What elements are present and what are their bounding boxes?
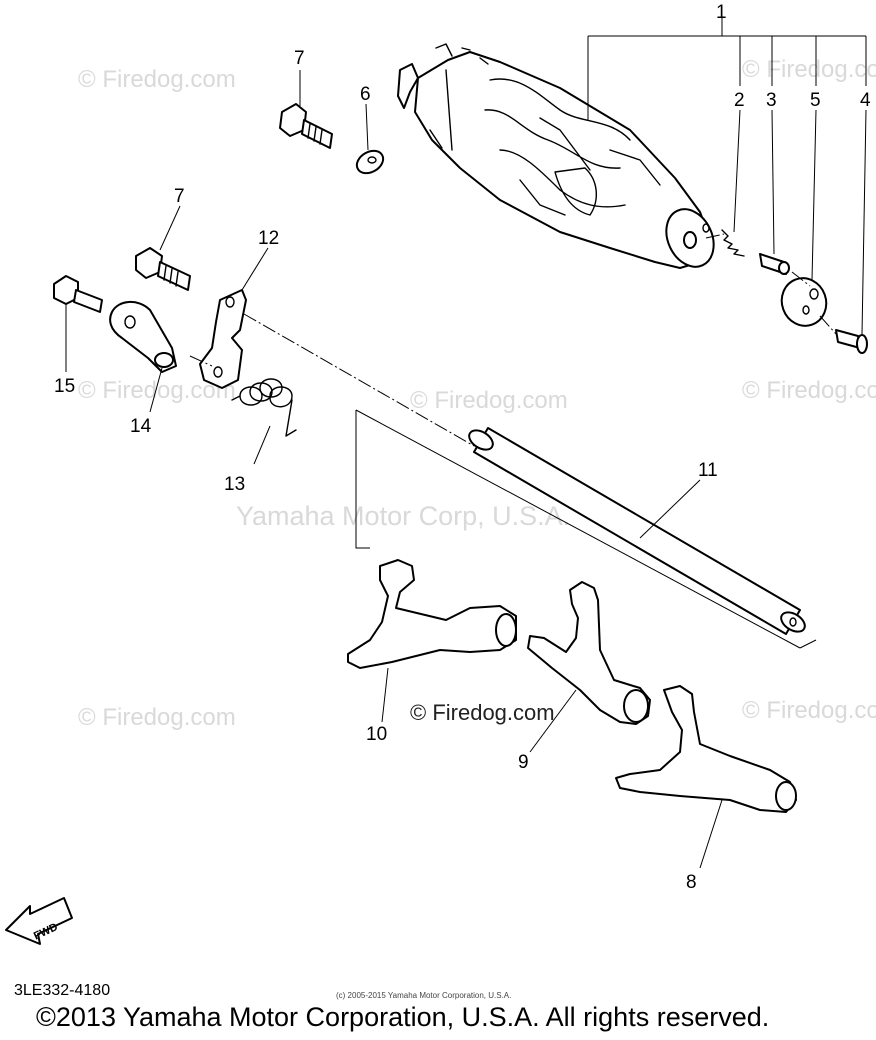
shift-fork-10 xyxy=(347,559,517,669)
watermark-corp: Yamaha Motor Corp, U.S.A. xyxy=(236,501,570,531)
watermark-center-dark: © Firedog.com xyxy=(410,700,555,725)
bolt-top xyxy=(279,103,333,149)
watermark-mid-center: © Firedog.com xyxy=(410,387,568,414)
detent-spring xyxy=(721,229,745,257)
bracket xyxy=(199,289,247,389)
callout-13: 13 xyxy=(224,474,245,495)
segment-plate xyxy=(780,277,828,327)
callout-10: 10 xyxy=(366,724,387,745)
shift-fork-9 xyxy=(527,581,651,725)
callout-7-top: 7 xyxy=(294,48,305,69)
callout-14: 14 xyxy=(130,416,152,437)
shift-fork-8 xyxy=(615,685,797,813)
callout-3: 3 xyxy=(766,90,777,111)
stopper-lever xyxy=(109,301,177,373)
callout-4: 4 xyxy=(860,90,871,111)
bolt-15 xyxy=(53,275,103,313)
copyright-notice: ©2013 Yamaha Motor Corporation, U.S.A. A… xyxy=(36,1002,770,1032)
watermark-low-right: © Firedog.com xyxy=(742,697,876,724)
assembly-lines xyxy=(189,233,837,649)
bolt-lower xyxy=(135,247,191,291)
callout-9: 9 xyxy=(518,752,529,773)
callout-7-lower: 7 xyxy=(174,186,185,207)
shift-shaft xyxy=(468,427,806,635)
watermark-low-left: © Firedog.com xyxy=(78,704,236,731)
fwd-arrow-icon: FWD xyxy=(5,897,73,945)
segment-screw xyxy=(835,329,868,354)
callout-2: 2 xyxy=(734,90,745,111)
small-copyright: (c) 2005-2015 Yamaha Motor Corporation, … xyxy=(336,991,512,1000)
callout-5: 5 xyxy=(810,90,821,111)
leader-lines xyxy=(65,18,867,869)
callout-11: 11 xyxy=(698,460,718,481)
part-code: 3LE332-4180 xyxy=(14,982,111,999)
washer xyxy=(355,149,385,175)
detent-pin xyxy=(759,253,790,275)
shift-drum-assembly xyxy=(397,43,715,269)
watermark-mid-right: © Firedog.com xyxy=(742,377,876,404)
watermarks: © Firedog.com © Firedog.com © Firedog.co… xyxy=(78,56,876,731)
watermark-top-right: © Firedog.com xyxy=(742,56,876,83)
watermark-top-left: © Firedog.com xyxy=(78,66,236,93)
callout-1: 1 xyxy=(716,2,727,23)
callout-12: 12 xyxy=(258,228,279,249)
callout-15: 15 xyxy=(54,376,75,397)
callout-6: 6 xyxy=(360,84,371,105)
callouts: 1 2 3 5 4 7 6 7 12 15 14 13 11 10 9 8 xyxy=(54,2,871,893)
torsion-spring xyxy=(231,378,297,437)
callout-8: 8 xyxy=(686,872,697,893)
